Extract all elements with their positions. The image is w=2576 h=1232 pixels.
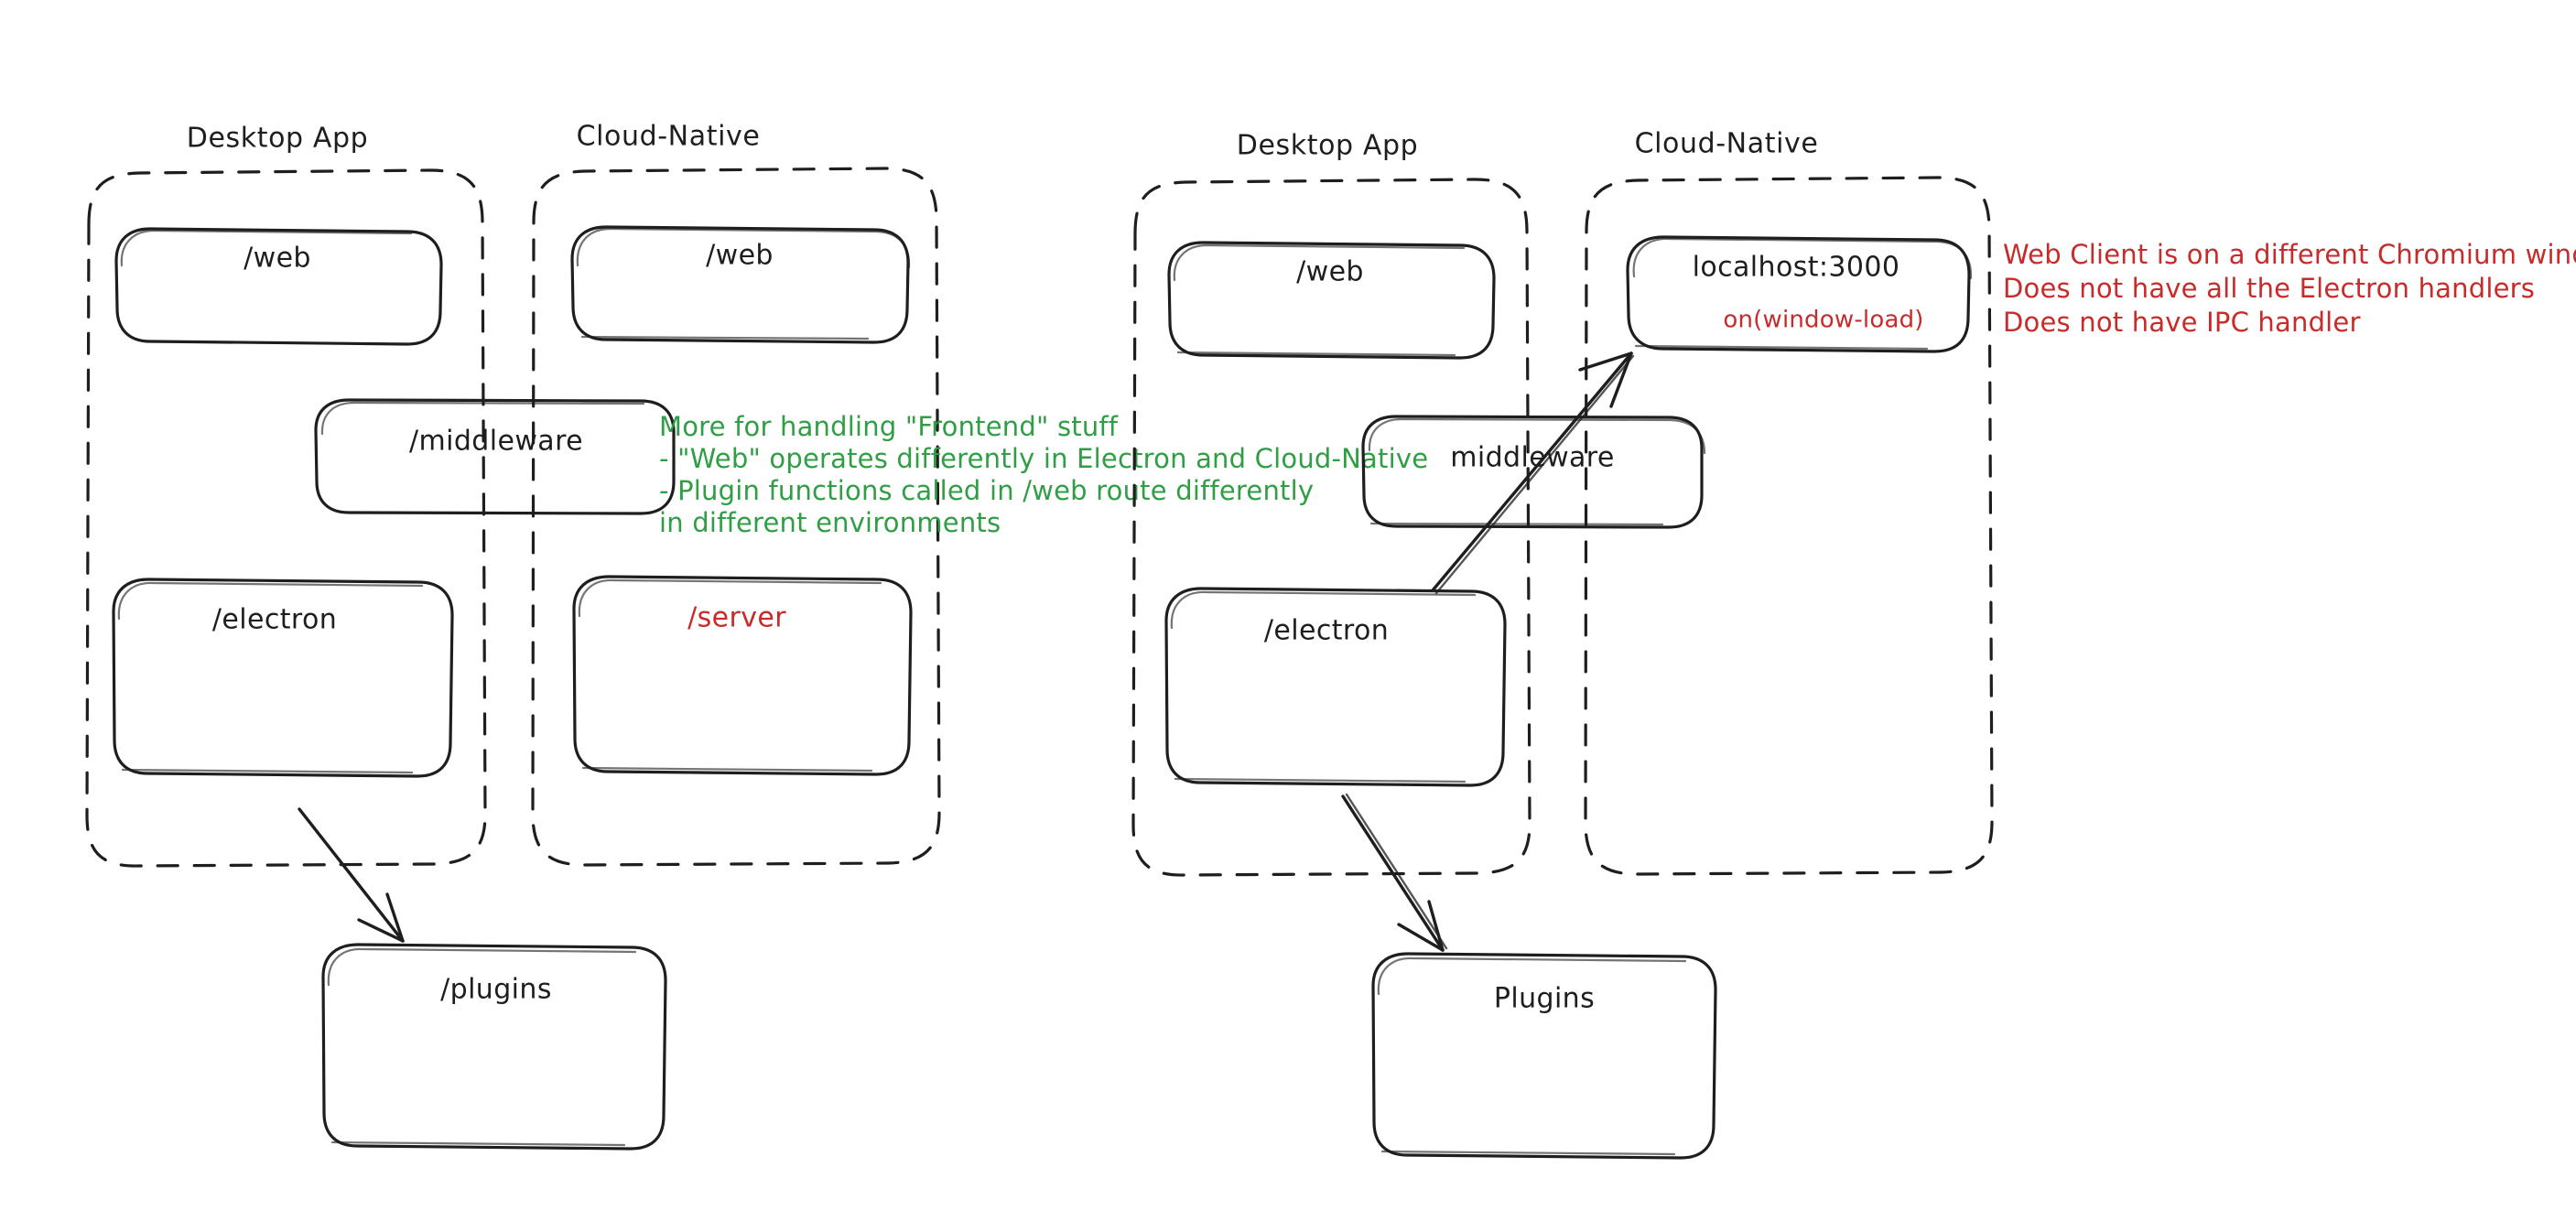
left-arrow-head-b: [385, 892, 405, 943]
right-plugins-label: Plugins: [1494, 983, 1595, 1015]
right-arrow-down-shaft-2: [1345, 793, 1448, 950]
left-group-cloud-native[interactable]: Cloud-Native: [531, 121, 941, 867]
left-node-web-cloud[interactable]: /web: [570, 225, 911, 344]
right-electron-sketch2: [1174, 777, 1467, 784]
left-node-middleware[interactable]: /middleware: [314, 398, 676, 515]
right-arrow-up-head-a: [1578, 351, 1633, 372]
right-web-desktop-label: /web: [1296, 256, 1364, 288]
right-edge-electron-to-localhost: [1431, 351, 1635, 595]
right-localhost-sketch2: [1634, 344, 1929, 351]
right-middleware-label: middleware: [1450, 442, 1615, 474]
right-arrow-up-head-b: [1609, 351, 1633, 408]
left-web-desktop-sketch: [120, 229, 413, 267]
left-cloud-native-title: Cloud-Native: [577, 121, 761, 153]
right-note-line-3: Does not have IPC handler: [2003, 307, 2361, 338]
left-note-line-1: More for handling "Frontend" stuff: [659, 411, 1119, 442]
left-node-plugins[interactable]: /plugins: [321, 943, 667, 1151]
right-web-desktop-sketch: [1173, 243, 1466, 282]
left-note-line-3: - Plugin functions called in /web route …: [659, 475, 1314, 506]
right-electron-sketch: [1170, 590, 1477, 630]
right-arrow-down-head-b: [1427, 900, 1445, 952]
right-localhost-label: localhost:3000: [1693, 252, 1900, 284]
right-plugins-sketch2: [1380, 1150, 1676, 1156]
left-middleware-label: /middleware: [409, 426, 583, 458]
left-arrow-shaft: [298, 807, 405, 943]
left-middleware-box: [314, 398, 676, 515]
right-web-desktop-sketch2: [1176, 351, 1456, 357]
left-web-cloud-label: /web: [706, 240, 774, 272]
left-node-web-desktop[interactable]: /web: [114, 227, 443, 346]
left-web-desktop-box: [114, 227, 443, 346]
left-note-line-2: - "Web" operates differently in Electron…: [659, 443, 1428, 474]
left-plugins-sketch2: [330, 1140, 626, 1147]
left-web-cloud-sketch: [576, 227, 911, 269]
right-group-cloud-native[interactable]: Cloud-Native: [1584, 128, 1994, 876]
right-middleware-sketch: [1368, 417, 1706, 455]
left-electron-sketch: [117, 581, 424, 621]
right-arrow-up-shaft: [1431, 351, 1633, 592]
left-desktop-app-title: Desktop App: [187, 123, 368, 155]
left-node-electron[interactable]: /electron: [112, 578, 454, 778]
right-node-electron[interactable]: /electron: [1164, 587, 1507, 787]
left-web-cloud-box: [570, 225, 910, 344]
right-localhost-sketch: [1632, 237, 1973, 280]
left-plugins-label: /plugins: [440, 974, 552, 1006]
left-middleware-sketch: [320, 401, 645, 436]
left-annotation-green: More for handling "Frontend" stuff - "We…: [659, 411, 1428, 538]
left-electron-sketch2: [121, 768, 414, 774]
left-cloud-native-boundary: [531, 167, 941, 867]
left-web-cloud-sketch2: [580, 335, 870, 340]
right-edge-electron-to-plugins: [1341, 793, 1448, 952]
right-arrow-down-head-a: [1397, 923, 1445, 952]
right-note-line-1: Web Client is on a different Chromium wi…: [2003, 239, 2576, 270]
left-plugins-sketch: [327, 947, 637, 987]
right-group-desktop-app[interactable]: Desktop App: [1131, 130, 1532, 877]
right-node-localhost[interactable]: localhost:3000 on(window-load): [1626, 235, 1973, 353]
right-arrow-up-shaft-2: [1434, 354, 1635, 595]
right-node-middleware[interactable]: middleware: [1361, 415, 1706, 529]
left-edge-electron-to-plugins: [298, 807, 405, 943]
left-web-desktop-label: /web: [244, 243, 311, 275]
right-plugins-sketch: [1377, 956, 1687, 996]
right-note-line-2: Does not have all the Electron handlers: [2003, 273, 2535, 304]
right-electron-label: /electron: [1264, 615, 1389, 647]
left-node-server[interactable]: /server: [572, 575, 913, 776]
left-note-line-4: in different environments: [659, 507, 1001, 538]
left-server-sketch: [578, 578, 882, 618]
right-node-plugins[interactable]: Plugins: [1371, 952, 1717, 1160]
right-node-web-desktop[interactable]: /web: [1167, 241, 1496, 360]
left-arrow-head-a: [357, 918, 405, 943]
right-arrow-down-shaft: [1341, 794, 1445, 952]
left-group-desktop-app[interactable]: Desktop App: [85, 123, 487, 868]
left-server-label: /server: [687, 602, 786, 634]
right-web-desktop-box: [1167, 241, 1496, 360]
right-localhost-sublabel: on(window-load): [1723, 307, 1923, 334]
left-electron-label: /electron: [212, 604, 337, 636]
right-annotation-red: Web Client is on a different Chromium wi…: [2003, 239, 2576, 338]
left-desktop-app-boundary: [85, 168, 487, 868]
right-cloud-native-title: Cloud-Native: [1635, 128, 1819, 160]
right-localhost-box: [1626, 235, 1971, 353]
right-desktop-app-title: Desktop App: [1237, 130, 1418, 162]
right-cloud-native-boundary: [1584, 176, 1994, 876]
left-server-sketch2: [581, 766, 873, 773]
